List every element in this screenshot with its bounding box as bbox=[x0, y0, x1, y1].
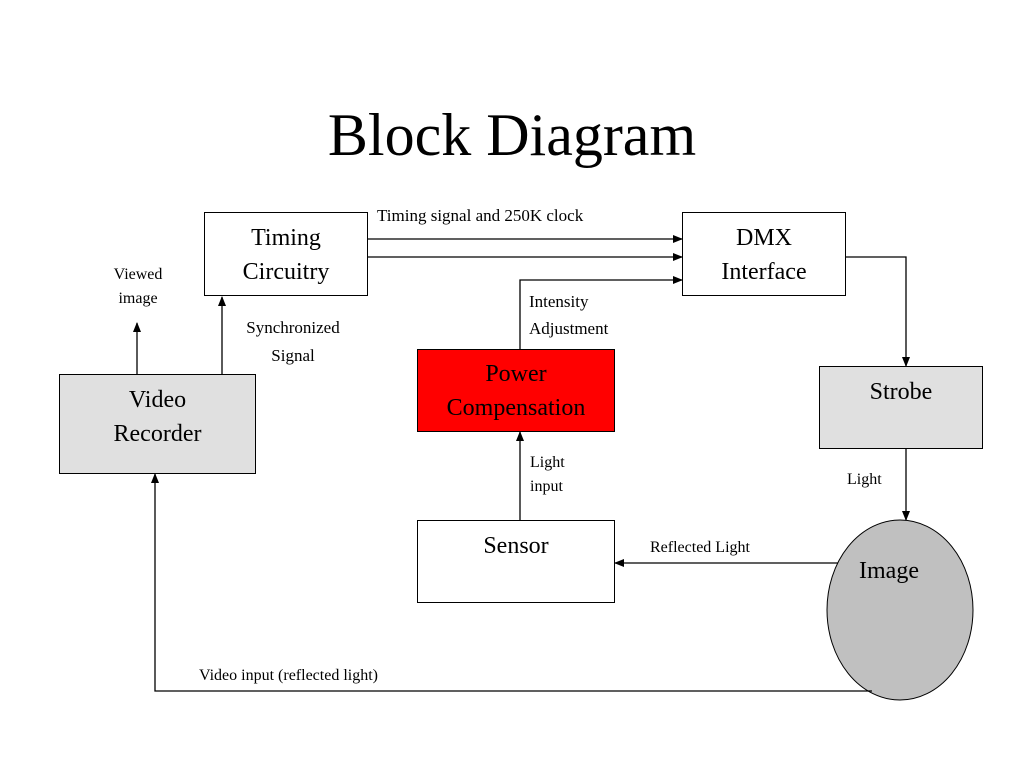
viewed-image-line2: image bbox=[118, 290, 158, 307]
video-recorder-line1: Video bbox=[128, 387, 187, 413]
power-to-dmx-arrow bbox=[519, 276, 683, 350]
dmx-to-strobe-arrow bbox=[846, 256, 910, 367]
image-ellipse bbox=[826, 519, 974, 701]
intensity-line1: Intensity bbox=[529, 292, 589, 311]
power-compensation-block: Power Compensation bbox=[417, 349, 615, 432]
dmx-interface-block: DMX Interface bbox=[682, 212, 846, 296]
image-to-recorder-arrow bbox=[151, 473, 872, 692]
intensity-line2: Adjustment bbox=[529, 319, 609, 338]
page-title: Block Diagram bbox=[327, 102, 697, 168]
timing-signal-label: Timing signal and 250K clock bbox=[377, 206, 584, 225]
dmx-block-line1: DMX bbox=[735, 225, 792, 251]
synchronized-signal-label: Synchronized Signal bbox=[231, 314, 355, 370]
strobe-block: Strobe bbox=[819, 366, 983, 449]
sensor-block: Sensor bbox=[417, 520, 615, 603]
sensor-line1: Sensor bbox=[483, 533, 549, 559]
light-input-label: Light input bbox=[530, 451, 565, 499]
timing-block-line2: Circuitry bbox=[242, 259, 330, 285]
viewed-image-line1: Viewed bbox=[113, 266, 163, 283]
timing-circuitry-block: Timing Circuitry bbox=[204, 212, 368, 296]
power-comp-line1: Power bbox=[485, 361, 547, 387]
power-comp-line2: Compensation bbox=[446, 395, 586, 421]
video-recorder-line2: Recorder bbox=[113, 421, 202, 447]
image-label: Image bbox=[859, 558, 919, 584]
intensity-adjustment-label: Intensity Adjustment bbox=[529, 288, 608, 342]
strobe-line1: Strobe bbox=[869, 379, 933, 405]
reflected-light-label: Reflected Light bbox=[650, 539, 750, 556]
light-input-line1: Light bbox=[530, 454, 565, 471]
sync-signal-line2: Signal bbox=[271, 346, 315, 365]
video-recorder-block: Video Recorder bbox=[59, 374, 256, 474]
timing-block-line1: Timing bbox=[251, 225, 321, 251]
dmx-block-line2: Interface bbox=[721, 259, 807, 285]
video-input-label: Video input (reflected light) bbox=[199, 667, 378, 684]
light-label: Light bbox=[847, 471, 882, 488]
light-input-line2: input bbox=[530, 478, 563, 495]
viewed-image-label: Viewed image bbox=[100, 263, 176, 311]
sync-signal-line1: Synchronized bbox=[246, 318, 340, 337]
